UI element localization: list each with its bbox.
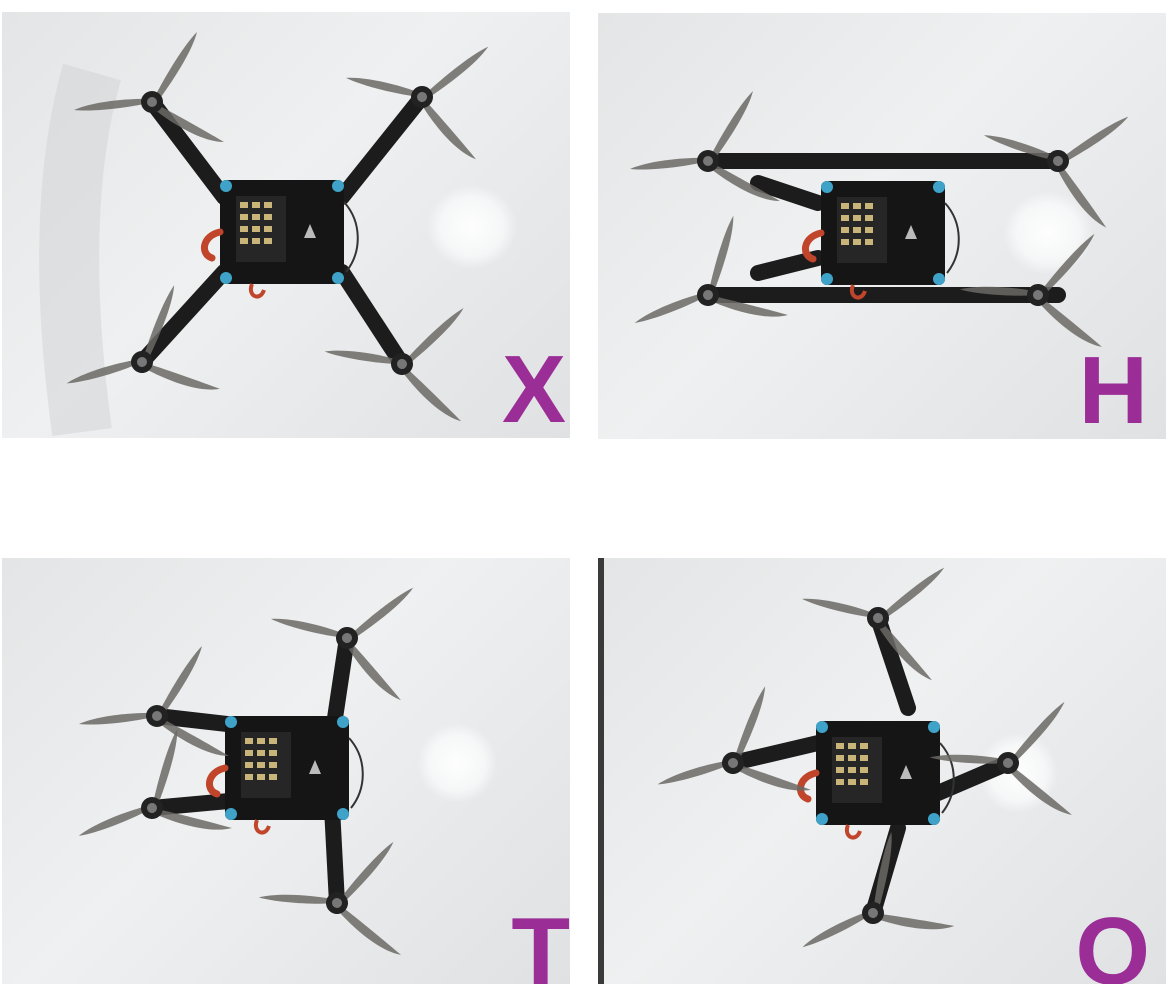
drone-o-image (598, 558, 1092, 984)
photo-t-configuration: T (2, 558, 570, 984)
photo-x-configuration: X (2, 12, 570, 438)
configuration-label-t: T (511, 898, 570, 985)
configuration-label-h: H (1078, 337, 1148, 439)
drone-t-image (58, 558, 497, 955)
photo-h-configuration: H (598, 13, 1166, 439)
configuration-label-x: X (501, 336, 566, 438)
drone-x-image (39, 12, 517, 437)
drone-h-image (614, 64, 1153, 354)
photo-o-configuration: O (598, 558, 1166, 984)
configuration-label-o: O (1075, 898, 1150, 985)
